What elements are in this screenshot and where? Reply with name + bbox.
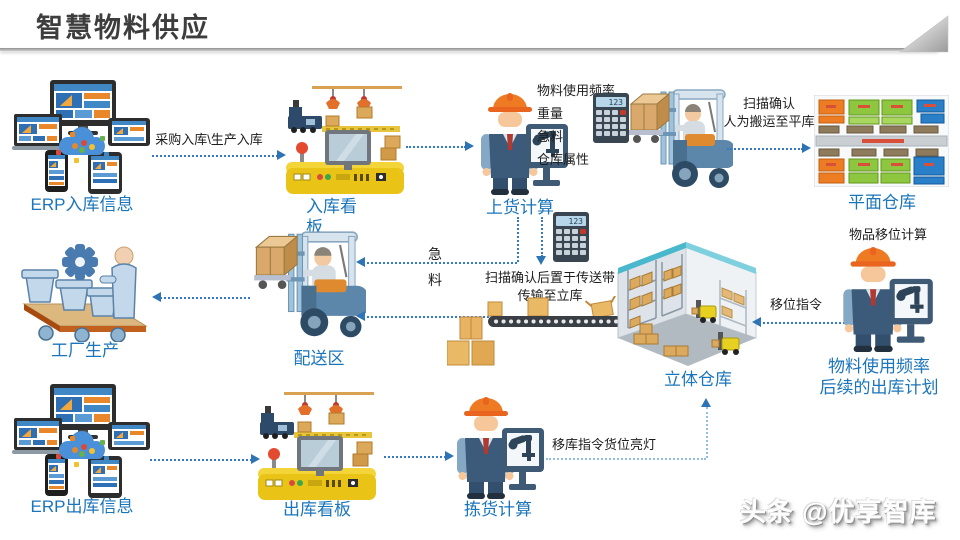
arrowhead-right-icon [277,150,286,160]
outbound-kanban-icon [258,392,376,500]
erp-inbound-devices-icon [12,80,152,194]
connector-boxes-to-dist [363,316,497,318]
page-title: 智慧物料供应 [36,13,210,43]
arrowhead-right-icon [251,454,260,464]
loading-calc-label: 上货计算 [486,198,554,217]
item-shift-calc-title: 物品移位计算 [848,227,927,242]
connector-loading-to-calculator [541,217,543,257]
connector-erpout-to-outkanban [150,459,252,461]
scan-carry-arrow-label: 扫描确认 人为搬运至平库 [723,96,815,129]
arrowhead-left-icon [752,317,761,327]
calculator-icon [553,212,589,262]
outbound-kanban-label: 出库看板 [283,500,351,519]
stereo-warehouse-icon [612,236,762,374]
erp-outbound-label: ERP出库信息 [30,497,134,516]
connector-picking-right [546,458,706,460]
stereo-warehouse-label: 立体仓库 [664,370,732,389]
erp-outbound-devices-icon [12,384,152,498]
watermark: 头条 @优享智库 [740,497,937,527]
picking-calc-label: 拣货计算 [464,500,532,519]
connector-kanban-to-loading [406,146,466,148]
arrowhead-right-icon [465,141,474,151]
connector-outkanban-to-picking [384,456,446,458]
item-shift-worker-icon [838,246,933,353]
relocate-order-label: 移库指令货位亮灯 [552,437,657,452]
arrowhead-left-icon [356,257,365,267]
flat-warehouse-label: 平面仓库 [848,193,916,212]
calculator-icon [593,93,629,143]
inbound-kanban-icon [286,86,404,194]
factory-label: 工厂生产 [51,341,119,360]
erp-inbound-label: ERP入库信息 [30,195,134,214]
connector-urgent-to-dist [363,262,517,264]
shift-order-label: 移位指令 [769,297,822,312]
connector-forklift-to-flatwh [727,148,803,150]
distribution-label: 配送区 [293,349,345,368]
connector-dist-to-factory [160,297,250,299]
arrowhead-right-icon [802,143,811,153]
arrowhead-left-icon [152,292,161,302]
outbound-plan-label: 物料使用频率 后续的出库计划 [819,357,939,397]
flat-warehouse-icon [814,95,949,187]
urgent-material-label: 急 料 [428,246,442,288]
connector-picking-up-to-stereowh [706,407,708,458]
connector-loading-down [517,217,519,262]
arrowhead-left-icon [356,311,365,321]
title-divider [0,48,938,51]
page-curl-icon [899,15,949,53]
distribution-forklift-icon [254,230,366,348]
connector-erp-to-inbound-kanban [152,155,278,157]
picking-calc-worker-icon [452,396,544,500]
factory-production-icon [18,230,153,342]
arrowhead-right-icon [445,451,454,461]
connector-shiftcalc-to-stereowh [759,322,845,324]
purchase-inbound-arrow-label: 采购入库\生产入库 [155,132,263,147]
arrowhead-up-icon [701,398,711,407]
arrowhead-down-icon [536,256,546,265]
